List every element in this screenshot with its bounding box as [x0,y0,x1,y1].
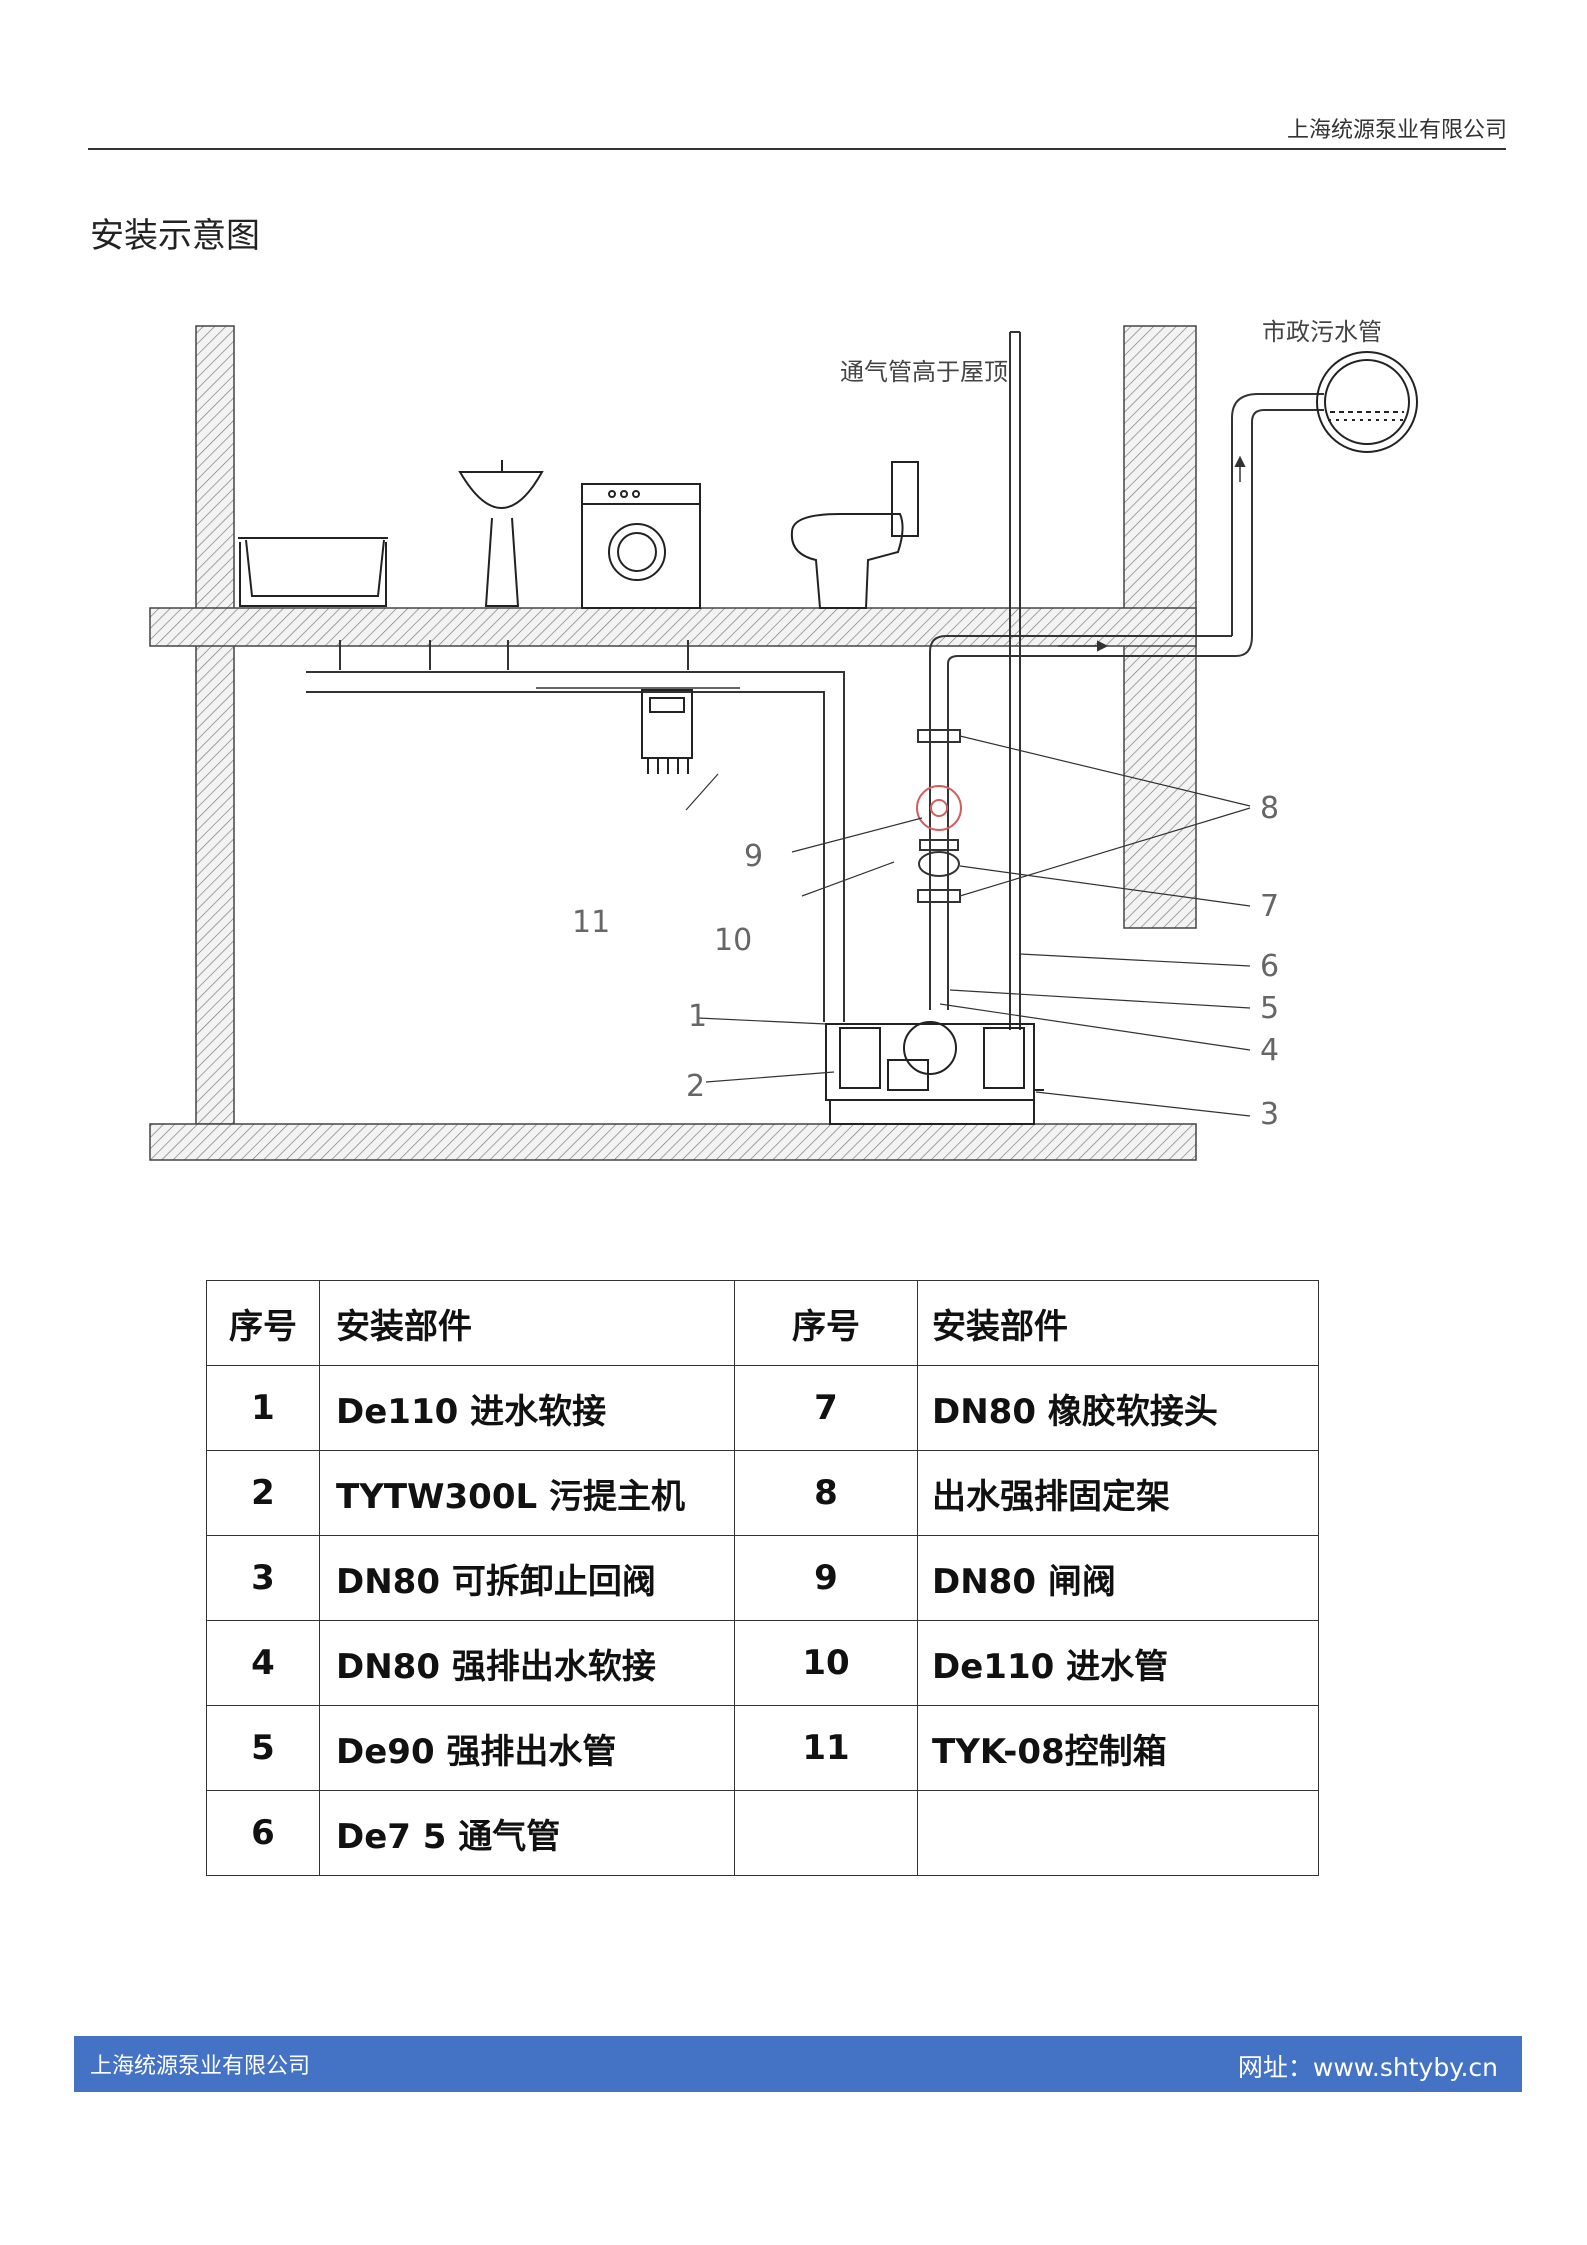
table-row: 2 TYTW300L 污提主机 8 出水强排固定架 [206,1450,1319,1536]
cell-no: 11 [734,1705,918,1791]
cell-part: De110 进水管 [917,1620,1319,1706]
vent-pipe [1009,331,1021,1030]
cell-no [734,1790,918,1876]
footer-website[interactable]: 网址：www.shtyby.cn [1237,2053,1498,2082]
floor-slab [149,607,1197,647]
cell-no: 7 [734,1365,918,1451]
cell-no: 3 [206,1535,320,1621]
installation-diagram: 1 2 3 4 5 6 7 8 9 10 11 通气管高于屋顶 市政污水管 [149,318,1418,1161]
table-row: 1 De110 进水软接 7 DN80 橡胶软接头 [206,1365,1319,1451]
callout-10: 10 [714,923,752,958]
cell-no: 2 [206,1450,320,1536]
leader-lines [685,735,1251,1117]
cell-part: DN80 强排出水软接 [319,1620,735,1706]
cell-no: 4 [206,1620,320,1706]
note-sewer: 市政污水管 [1262,318,1382,346]
callout-3: 3 [1260,1097,1279,1132]
header-part: 安装部件 [319,1280,735,1366]
discharge-pipe [929,393,1324,1010]
table-row: 6 De7 5 通气管 [206,1790,1319,1876]
municipal-sewer [1316,351,1418,453]
callout-2: 2 [686,1069,705,1104]
valve-assembly [916,729,962,903]
left-wall [195,325,235,1125]
cell-part: De90 强排出水管 [319,1705,735,1791]
cell-part: DN80 闸阀 [917,1535,1319,1621]
cell-no: 9 [734,1535,918,1621]
callout-5: 5 [1260,991,1279,1026]
cell-part: De110 进水软接 [319,1365,735,1451]
cell-part: 出水强排固定架 [917,1450,1319,1536]
cell-no: 5 [206,1705,320,1791]
table-row: 3 DN80 可拆卸止回阀 9 DN80 闸阀 [206,1535,1319,1621]
table-row: 5 De90 强排出水管 11 TYK-08控制箱 [206,1705,1319,1791]
control-box [641,689,693,774]
page-title: 安装示意图 [90,216,260,256]
wash-basin [458,460,544,607]
basement-floor [149,1123,1197,1161]
header-no: 序号 [734,1280,918,1366]
header-divider [88,148,1506,150]
header-no: 序号 [206,1280,320,1366]
lifting-station [825,1021,1044,1125]
cell-part: DN80 可拆卸止回阀 [319,1535,735,1621]
drain-pipes [306,640,845,1022]
footer-company: 上海统源泵业有限公司 [90,2054,311,2079]
cell-no: 6 [206,1790,320,1876]
callout-4: 4 [1260,1033,1279,1068]
cell-part: TYK-08控制箱 [917,1705,1319,1791]
callout-8: 8 [1260,791,1279,826]
header-company: 上海统源泵业有限公司 [1286,118,1507,143]
bathtub [238,537,388,607]
callout-1: 1 [688,999,707,1034]
washing-machine [581,483,701,609]
cell-part: TYTW300L 污提主机 [319,1450,735,1536]
cell-part [917,1790,1319,1876]
callout-11: 11 [572,905,610,940]
callout-6: 6 [1260,949,1279,984]
callout-9: 9 [744,839,763,874]
footer-bar: 上海统源泵业有限公司 网址：www.shtyby.cn [74,2036,1522,2092]
header-part: 安装部件 [917,1280,1319,1366]
callout-7: 7 [1260,889,1279,924]
cell-part: De7 5 通气管 [319,1790,735,1876]
cell-no: 1 [206,1365,320,1451]
parts-table: 序号 安装部件 序号 安装部件 1 De110 进水软接 7 DN80 橡胶软接… [206,1280,1319,1876]
cell-part: DN80 橡胶软接头 [917,1365,1319,1451]
table-row: 4 DN80 强排出水软接 10 De110 进水管 [206,1620,1319,1706]
table-header-row: 序号 安装部件 序号 安装部件 [206,1280,1319,1366]
cell-no: 10 [734,1620,918,1706]
cell-no: 8 [734,1450,918,1536]
note-vent: 通气管高于屋顶 [840,358,1008,386]
toilet [790,461,919,609]
